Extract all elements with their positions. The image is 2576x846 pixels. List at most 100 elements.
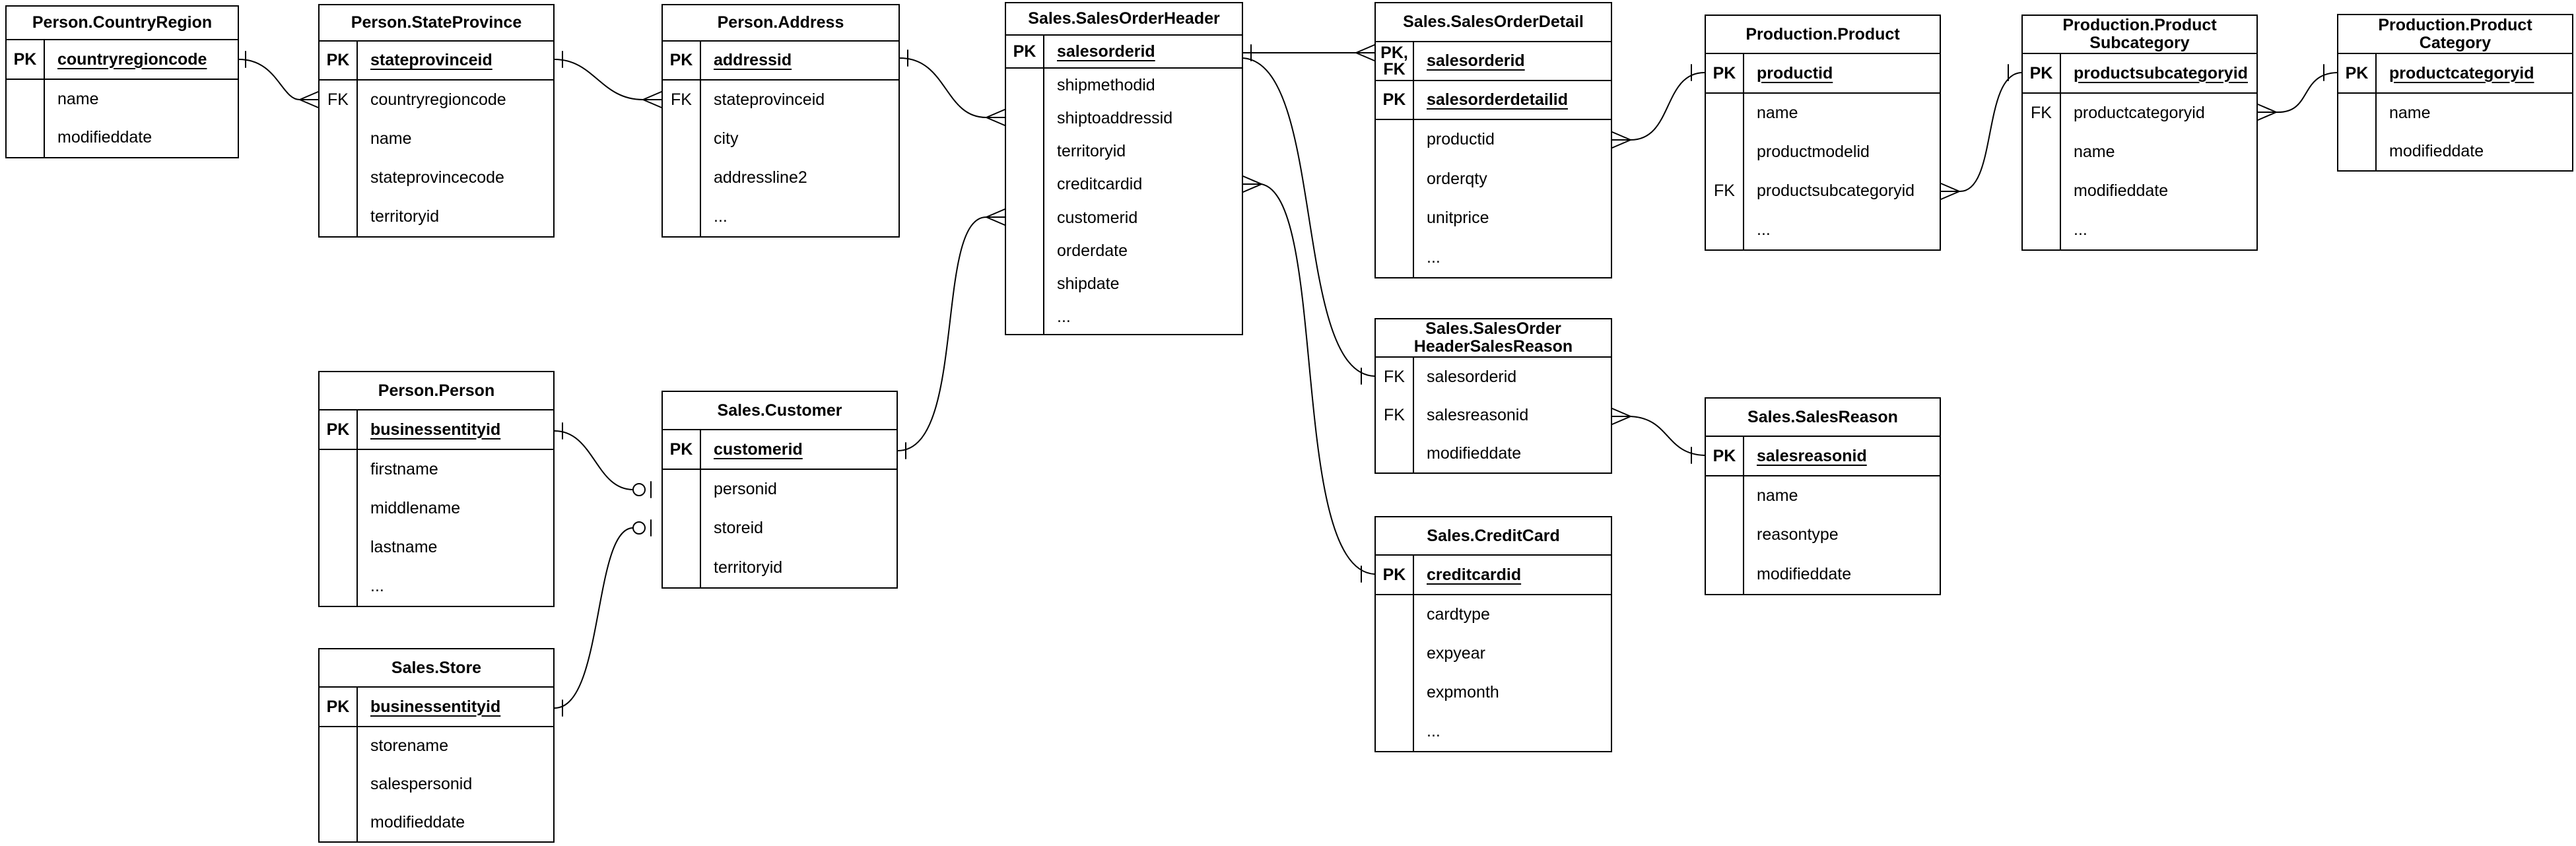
relationship-person-address--sales-salesorderheader[interactable]	[899, 49, 1005, 126]
relationship-sales-salesreason--sales-salesorderheadersalesreason[interactable]	[1611, 408, 1705, 464]
entity-title: Sales.SalesOrderHeader	[1006, 3, 1242, 36]
relationship-person-person--sales-customer[interactable]	[554, 422, 652, 498]
key-label-cell	[1376, 595, 1414, 634]
field-productcategoryid: productcategoryid	[2389, 63, 2534, 82]
relationship-sales-salesorderheader--sales-salesorderdetail[interactable]	[1242, 44, 1375, 61]
key-label-cell	[1376, 634, 1414, 673]
field-shipdate: shipdate	[1057, 275, 1120, 294]
field-creditcardid: creditcardid	[1057, 175, 1143, 194]
key-label-cell	[320, 450, 358, 489]
attribute-row: reasontype	[1706, 515, 1940, 555]
field-territoryid: territoryid	[1057, 142, 1126, 161]
key-label-cell	[1006, 201, 1044, 235]
attribute-row: name	[1706, 94, 1940, 133]
key-label-cell	[320, 567, 358, 606]
key-label-cell	[1376, 199, 1414, 238]
field-salesreasonid: salesreasonid	[1757, 446, 1867, 465]
key-label-cell: FK	[2023, 94, 2061, 133]
key-label-cell	[320, 197, 358, 236]
key-label-cell: PK	[1376, 81, 1414, 119]
relationship-sales-creditcard--sales-salesorderheader[interactable]	[1242, 176, 1375, 583]
relationship-person-countryregion--person-stateprovince[interactable]	[238, 51, 319, 108]
field-modifieddate: modifieddate	[2074, 181, 2169, 200]
entity-title: Production.Product	[1706, 16, 1940, 54]
relationship-person-stateprovince--person-address[interactable]	[554, 51, 662, 108]
field-salesorderid: salesorderid	[1057, 42, 1155, 61]
entity-title: Sales.SalesOrder HeaderSalesReason	[1376, 319, 1611, 358]
key-label-cell	[1706, 515, 1744, 555]
entity-title: Person.CountryRegion	[7, 7, 238, 40]
zero-or-one-circle-marker	[632, 483, 646, 496]
attribute-row: modifieddate	[1706, 554, 1940, 594]
key-label-cell	[320, 528, 358, 567]
field-storename: storename	[370, 736, 449, 756]
key-label-cell	[2338, 132, 2377, 170]
relationship-sales-customer--sales-salesorderheader[interactable]	[897, 209, 1005, 459]
attribute-row: territoryid	[1006, 135, 1242, 168]
key-label-cell	[1006, 300, 1044, 334]
key-label-cell	[1006, 267, 1044, 301]
attribute-row: storeid	[663, 509, 897, 548]
relationship-production-product--sales-salesorderdetail[interactable]	[1611, 64, 1705, 148]
key-label-cell: PK	[663, 42, 701, 79]
key-label-cell: PK	[1376, 556, 1414, 594]
attribute-row: addressline2	[663, 158, 898, 197]
field-name: name	[2389, 103, 2431, 122]
key-label-cell: PK	[1706, 437, 1744, 475]
field-stateprovincecode: stateprovincecode	[370, 168, 504, 187]
field-ellipsis: ...	[1057, 308, 1071, 327]
field-addressline2: addressline2	[714, 168, 807, 187]
field-name: name	[57, 89, 99, 108]
field-ellipsis: ...	[1757, 220, 1771, 239]
field-stateprovinceid: stateprovinceid	[370, 51, 492, 69]
attribute-row: shipmethodid	[1006, 69, 1242, 102]
key-label-cell	[320, 803, 358, 842]
key-label-cell	[1376, 238, 1414, 277]
key-label-cell	[1376, 673, 1414, 712]
field-modifieddate: modifieddate	[57, 128, 153, 147]
key-label-cell: FK	[1706, 172, 1744, 211]
attribute-row: ...	[1376, 238, 1611, 277]
field-stateprovinceid: stateprovinceid	[714, 90, 825, 109]
field-salesreasonid: salesreasonid	[1427, 405, 1529, 424]
relationship-sales-store--sales-customer[interactable]	[554, 519, 652, 717]
entity-title: Production.Product Subcategory	[2023, 16, 2256, 54]
attribute-row: creditcardid	[1006, 168, 1242, 201]
key-label-cell	[320, 158, 358, 197]
key-label-cell	[7, 80, 45, 119]
relationship-sales-salesorderheader--sales-salesorderheadersalesreason[interactable]	[1242, 57, 1375, 385]
field-modifieddate: modifieddate	[1757, 564, 1852, 583]
key-label-cell	[1006, 102, 1044, 135]
key-attribute-row: PK salesreasonid	[1706, 437, 1940, 476]
field-customerid: customerid	[714, 439, 803, 459]
field-reasontype: reasontype	[1757, 525, 1839, 544]
attribute-row: ...	[1706, 211, 1940, 249]
relationship-production-productsubcategory--production-product[interactable]	[1940, 64, 2022, 200]
key-label-cell	[663, 470, 701, 509]
field-modifieddate: modifieddate	[2389, 141, 2484, 160]
attribute-row: name	[1706, 476, 1940, 516]
key-label-cell	[1006, 69, 1044, 102]
attribute-row: firstname	[320, 450, 553, 489]
relationship-production-productcategory--production-productsubcategory[interactable]	[2257, 64, 2338, 121]
